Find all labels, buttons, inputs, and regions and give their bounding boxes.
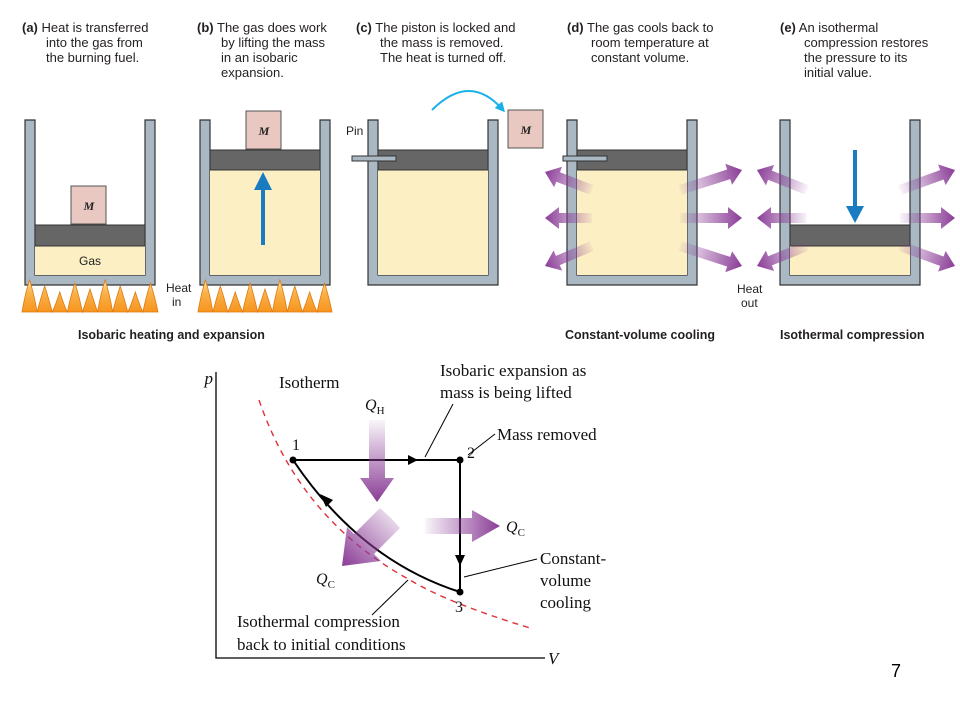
gas-d (577, 170, 687, 275)
gas-c (378, 170, 488, 275)
slide-number: 7 (891, 661, 902, 681)
heat-out-arrow-d-ur (678, 163, 742, 195)
cylinder-e (779, 119, 921, 286)
gas-e (790, 246, 910, 275)
point-1-label: 1 (292, 437, 300, 454)
caption-panel-a: (a) Heat is transferred into the gas fro… (22, 20, 149, 65)
pv-axes (215, 372, 545, 659)
heat-in-qh-arrow (360, 420, 394, 502)
flame-row-b (197, 278, 333, 314)
heat-out-arrow-e-mr (900, 207, 955, 229)
cylinder-b (199, 110, 331, 286)
removed-mass-block (507, 109, 544, 149)
point-3-label: 3 (455, 599, 463, 616)
heat-out-arrow-d-ml (545, 207, 592, 229)
caption-panel-d: (d) The gas cools back to room temperatu… (567, 20, 714, 65)
down-arrow (846, 150, 864, 223)
mass-block-b (245, 110, 282, 150)
compression-direction-arrow (320, 494, 333, 507)
piston-e (789, 224, 911, 247)
qc-label-left: QC (316, 571, 335, 591)
isothermal-note: Isothermal compression back to initial c… (237, 612, 406, 654)
gas-label: Gas (79, 254, 101, 268)
caption-panel-c: (c) The piston is locked and the mass is… (356, 20, 516, 65)
heat-out-arrow-e-lr (898, 241, 955, 272)
pin-d (562, 155, 608, 162)
axis-p-label: p (204, 369, 214, 388)
heat-out-arrow-e-ll (757, 241, 809, 271)
mass-label-c: M (520, 123, 532, 137)
heat-out-arrow-e-ul (757, 165, 809, 195)
caption-panel-b: (b) The gas does work by lifting the mas… (197, 20, 327, 80)
heat-out-arrow-d-mr (680, 207, 742, 229)
isobaric-direction-arrow (408, 455, 418, 465)
mass-label-a: M (83, 199, 95, 213)
heat-out-arrow-e-ml (757, 207, 807, 229)
qh-label: QH (365, 397, 385, 417)
cylinder-a (24, 119, 156, 286)
heat-out-arrow-d-ll (545, 241, 594, 271)
cylinder-c (351, 90, 544, 286)
piston-b (209, 149, 321, 171)
isotherm-curve (258, 399, 531, 629)
caption-panel-e: (e) An isothermal compression restores t… (780, 20, 929, 80)
burner-flames (21, 278, 333, 314)
pin-c (351, 155, 397, 162)
heat-in-label-2: in (172, 295, 181, 309)
constant-volume-note: Constant- volume cooling (540, 549, 610, 612)
subcaption-constant-volume: Constant-volume cooling (565, 328, 715, 342)
mass-block-a (70, 185, 107, 225)
axis-v-label: V (548, 649, 561, 668)
flame-row-a (21, 278, 159, 314)
mass-removed-label: Mass removed (497, 425, 597, 444)
pv-diagram: p V Isotherm 1 2 3 QH QC QC Isobaric exp… (204, 361, 610, 668)
isothermal-note-leader (371, 579, 409, 616)
cooling-direction-arrow (455, 555, 465, 566)
up-arrow (254, 172, 272, 245)
isotherm-label: Isotherm (279, 373, 339, 392)
heat-out-arrows (545, 163, 955, 273)
heat-out-arrow-d-lr (678, 241, 742, 273)
isobaric-note: Isobaric expansion as mass is being lift… (440, 361, 591, 402)
heat-in-label-1: Heat (166, 281, 192, 295)
piston-a (34, 224, 146, 247)
mass-removed-leader (467, 433, 496, 456)
state-point-2 (456, 456, 464, 464)
heat-out-arrow-e-ur (898, 164, 955, 195)
heat-out-qc-arrow-right (425, 510, 500, 542)
mass-label-b: M (258, 124, 270, 138)
heat-out-label-1: Heat (737, 282, 763, 296)
subcaption-isothermal: Isothermal compression (780, 328, 925, 342)
cylinder-d (562, 119, 698, 286)
constant-volume-leader (463, 558, 538, 578)
gas-a (35, 246, 145, 275)
state-point-3 (456, 588, 464, 596)
isobaric-note-leader (424, 403, 454, 458)
pin-label: Pin (346, 124, 363, 138)
heat-out-qc-arrow-left (342, 508, 400, 566)
subcaption-isobaric: Isobaric heating and expansion (78, 328, 265, 342)
heat-out-arrow-d-ul (545, 166, 594, 195)
mass-removal-arrow (431, 90, 505, 113)
qc-label-right: QC (506, 519, 525, 539)
state-point-1 (289, 456, 297, 464)
heat-out-label-2: out (741, 296, 758, 310)
point-2-label: 2 (467, 445, 475, 462)
